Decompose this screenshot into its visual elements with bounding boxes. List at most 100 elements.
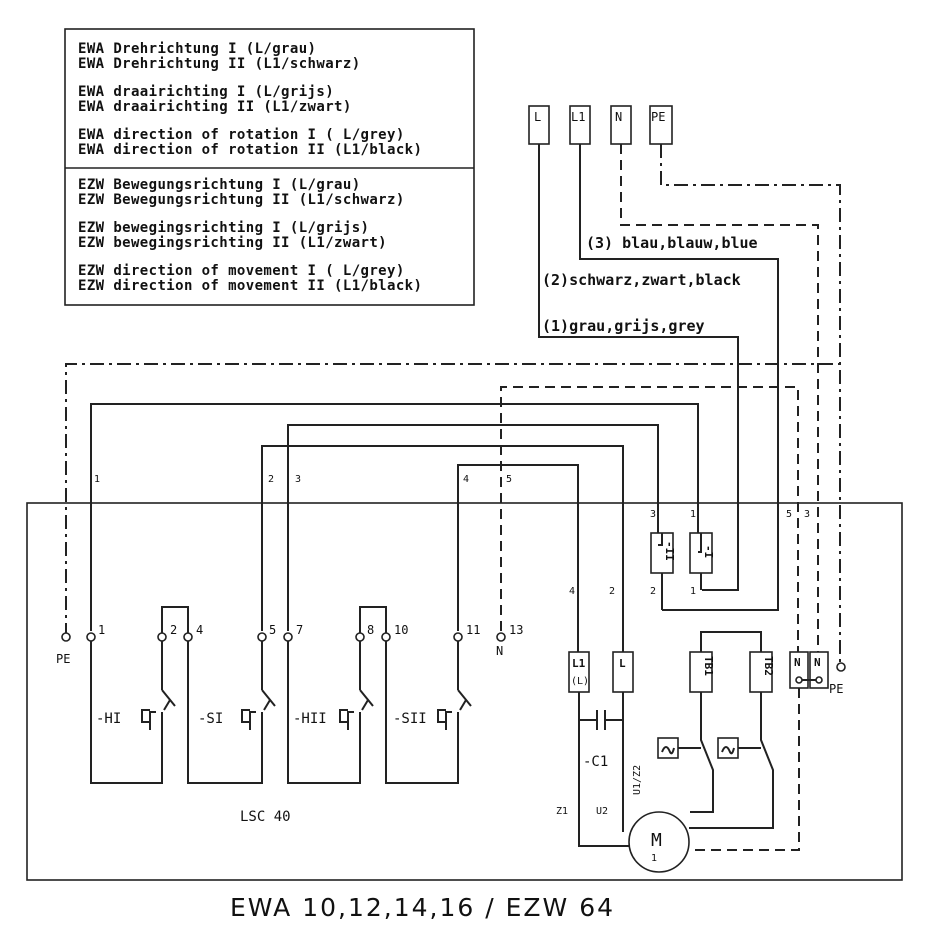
cable-number: 3 — [295, 474, 301, 485]
tb2-wire — [689, 692, 774, 829]
motor-section: L1 (L) L -C1 Z1 U2 U1/Z2 M 1 TB1 TB2 N — [556, 631, 846, 873]
terminal-node — [815, 676, 823, 684]
terminal-number: 1 — [98, 623, 105, 637]
relay-terminal-number: 3 — [650, 509, 656, 520]
switch-label-hii: -HII — [293, 711, 327, 727]
cable-wire-5 — [500, 386, 799, 652]
legend-box: EWA Drehrichtung I (L/grau) EWA Drehrich… — [64, 28, 475, 306]
terminal-number: 8 — [367, 623, 374, 637]
wire-label-black: (2)schwarz,zwart,black — [542, 271, 741, 289]
relay-terminal-number: 4 — [569, 586, 575, 597]
switch-hi — [141, 689, 176, 730]
thermal-icon — [721, 746, 735, 755]
l-supply-wire — [538, 144, 739, 591]
cable-number: 5 — [506, 474, 512, 485]
pe-supply-wire — [660, 144, 841, 663]
terminal-node — [795, 676, 803, 684]
bridge-8 — [359, 606, 387, 633]
winding-label: U2 — [596, 806, 608, 817]
legend-line: EZW bewegingsrichting I (L/grijs) — [78, 220, 369, 236]
motor-leads — [578, 692, 635, 847]
terminal-number: 5 — [269, 623, 276, 637]
cable-wire-3 — [287, 424, 659, 631]
motor — [628, 811, 690, 873]
terminal-box-label: L1 — [572, 657, 586, 670]
switch-label-si: -SI — [198, 711, 223, 727]
cable-number: 2 — [268, 474, 274, 485]
cable-wire-1 — [90, 403, 699, 631]
legend-line: EZW direction of movement I ( L/grey) — [78, 263, 405, 279]
control-cable: 1 2 3 4 5 — [65, 363, 840, 652]
terminal-7 — [283, 632, 293, 642]
n-supply-wire — [620, 144, 819, 652]
cable-wire-4 — [457, 464, 579, 652]
terminal-2 — [157, 632, 167, 642]
legend-line: EZW bewegingsrichting II (L1/zwart) — [78, 235, 387, 251]
terminal-number: 13 — [509, 623, 523, 637]
relay-terminal-number: 5 — [786, 509, 792, 520]
relay-label: -I — [702, 545, 715, 558]
terminal-13 — [496, 632, 506, 642]
thermal-icon — [661, 746, 675, 755]
relay-ii-top — [658, 533, 663, 546]
loop-hii — [287, 641, 361, 784]
n-label: N — [496, 644, 503, 658]
terminal-box-sub: (L) — [571, 676, 589, 687]
relay-terminal-number: 1 — [690, 509, 696, 520]
wire-label-blue: (3) blau,blauw,blue — [586, 234, 758, 252]
terminal-pe-motor — [836, 662, 846, 672]
terminal-box-label: TB1 — [702, 656, 715, 676]
terminal-11 — [453, 632, 463, 642]
bridge-2 — [161, 606, 189, 633]
terminal-4 — [183, 632, 193, 642]
terminal-number: 11 — [466, 623, 480, 637]
legend-line: EWA direction of rotation I ( L/grey) — [78, 127, 405, 143]
relay-terminal-number: 1 — [690, 586, 696, 597]
drive-enclosure — [26, 502, 903, 881]
terminal-number: 10 — [394, 623, 408, 637]
relay-label: -II — [663, 541, 676, 561]
legend-line: EZW Bewegungsrichtung I (L/grau) — [78, 177, 361, 193]
terminal-number: 7 — [296, 623, 303, 637]
terminal-10 — [381, 632, 391, 642]
winding-label: Z1 — [556, 806, 568, 817]
legend-line: EWA Drehrichtung I (L/grau) — [78, 41, 316, 57]
terminal-box-label: N — [794, 656, 801, 669]
pe-label-motor: PE — [829, 682, 843, 696]
supply-wires: (3) blau,blauw,blue (2)schwarz,zwart,bla… — [538, 144, 841, 663]
switch-si — [241, 689, 276, 730]
motor-neutral — [689, 688, 800, 851]
legend-line: EWA Drehrichtung II (L1/schwarz) — [78, 56, 361, 72]
legend-line: EZW direction of movement II (L1/black) — [78, 278, 422, 294]
cable-number: 4 — [463, 474, 469, 485]
winding-label: U1/Z2 — [632, 765, 643, 795]
supply-terminal-label: L — [534, 110, 541, 124]
loop-hi — [90, 641, 163, 784]
switch-label-hi: -HI — [96, 711, 121, 727]
legend-line: EZW Bewegungsrichtung II (L1/schwarz) — [78, 192, 405, 208]
limit-switch-unit: 1 2 4 5 7 8 10 11 13 PE N -HI -SI -HII -… — [56, 606, 523, 825]
loop-sii — [385, 641, 459, 784]
terminal-box-label: N — [814, 656, 821, 669]
terminal-number: 4 — [196, 623, 203, 637]
relay-terminal-number: 2 — [609, 586, 615, 597]
legend-line: EWA direction of rotation II (L1/black) — [78, 142, 422, 158]
unit-name: LSC 40 — [240, 809, 291, 825]
supply-terminal-label: N — [615, 110, 622, 124]
pe-label: PE — [56, 652, 70, 666]
switch-label-sii: -SII — [393, 711, 427, 727]
legend-line: EWA draairichting I (L/grijs) — [78, 84, 334, 100]
terminal-pe — [61, 632, 71, 642]
supply-terminal-label: PE — [651, 110, 665, 124]
relay-i-top — [698, 533, 702, 553]
terminal-number: 2 — [170, 623, 177, 637]
supply-terminal-label: L1 — [571, 110, 585, 124]
cable-number: 1 — [94, 474, 100, 485]
switch-sii — [437, 689, 472, 730]
loop-si — [187, 641, 263, 784]
terminal-8 — [355, 632, 365, 642]
tb1-wire — [690, 692, 714, 813]
relay-terminal-number: 3 — [804, 509, 810, 520]
relay-terminal-number: 2 — [650, 586, 656, 597]
